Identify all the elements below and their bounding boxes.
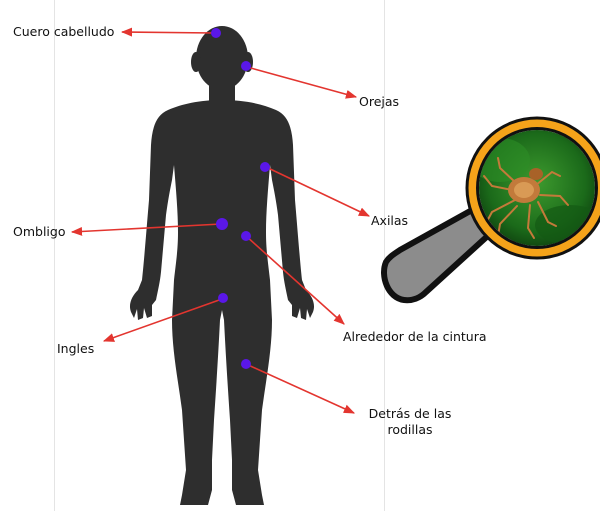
label-knees-line1: Detrás de las [355,406,465,422]
marker-ears [241,61,251,71]
marker-knees [241,359,251,369]
label-knees-line2: rodillas [355,422,465,438]
magnifying-glass-icon [384,118,600,300]
label-groin: Ingles [57,341,94,357]
label-armpits: Axilas [371,213,408,229]
marker-armpits [260,162,270,172]
marker-waist [241,231,251,241]
arrow-ears [247,67,356,97]
label-navel: Ombligo [13,224,65,240]
human-silhouette [130,26,314,505]
marker-groin [218,293,228,303]
label-waist: Alrededor de la cintura [343,329,487,345]
label-knees: Detrás de las rodillas [355,406,465,438]
marker-navel [216,218,228,230]
label-scalp: Cuero cabelludo [13,24,114,40]
arrow-scalp [122,32,215,33]
marker-scalp [211,28,221,38]
label-ears: Orejas [359,94,399,110]
